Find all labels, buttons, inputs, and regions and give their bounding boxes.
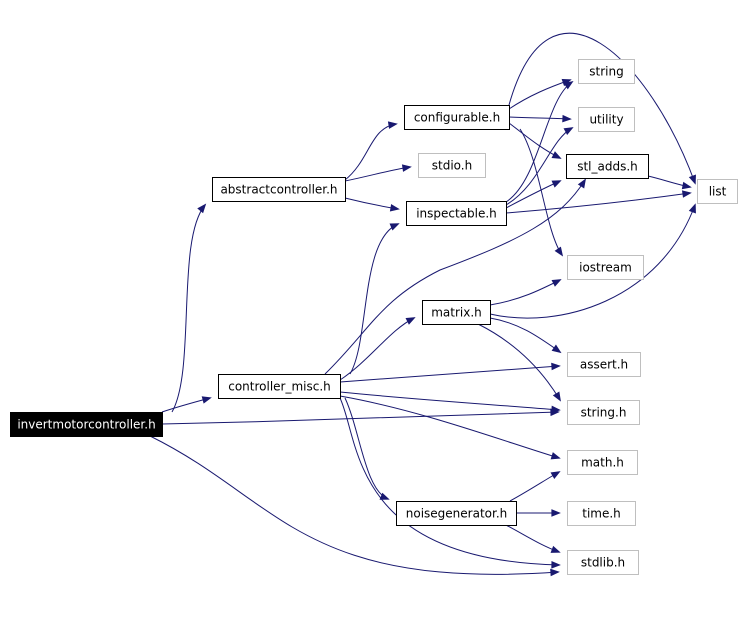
node-stdlib: stdlib.h [567,550,639,575]
node-matrix[interactable]: matrix.h [422,300,491,325]
edge-matrix-to-string_h [477,323,560,400]
node-controller_misc[interactable]: controller_misc.h [218,374,341,399]
node-iostream: iostream [567,255,644,280]
edge-inspectable-to-string [505,82,572,203]
node-box-matrix [422,300,491,325]
node-box-string_h [567,400,640,425]
edge-invertmotorcontroller-to-abstractcontroller [171,205,205,413]
node-box-assert [567,352,641,377]
node-noisegenerator[interactable]: noisegenerator.h [396,501,517,526]
node-label-abstractcontroller: abstractcontroller.h [220,183,337,197]
node-box-stdlib [567,550,639,575]
node-label-stl_adds: stl_adds.h [577,160,638,174]
node-box-time [567,501,636,526]
edge-abstractcontroller-to-configurable [344,124,396,181]
node-label-string_h: string.h [581,406,627,420]
node-time: time.h [567,501,636,526]
node-label-time: time.h [582,507,621,521]
node-box-inspectable [406,201,507,226]
edge-matrix-to-list [489,205,695,319]
node-box-iostream [567,255,644,280]
node-label-controller_misc: controller_misc.h [228,380,331,394]
node-label-string: string [589,65,623,79]
edge-matrix-to-iostream [489,280,560,306]
node-label-configurable: configurable.h [414,111,500,125]
node-invertmotorcontroller[interactable]: invertmotorcontroller.h [10,412,163,437]
edge-inspectable-to-utility [505,128,572,206]
node-label-inspectable: inspectable.h [416,207,497,221]
edge-invertmotorcontroller-to-stdlib [149,435,558,574]
edges-layer [149,32,695,574]
edge-matrix-to-assert [489,317,560,352]
edge-abstractcontroller-to-stdio [344,167,410,182]
node-box-math [567,450,638,475]
node-stl_adds[interactable]: stl_adds.h [566,154,649,179]
node-configurable[interactable]: configurable.h [404,105,510,130]
node-assert: assert.h [567,352,641,377]
node-label-utility: utility [589,113,623,127]
node-box-noisegenerator [396,501,517,526]
edge-abstractcontroller-to-inspectable [344,197,398,209]
node-label-math: math.h [581,456,624,470]
node-label-iostream: iostream [579,261,632,275]
node-box-configurable [404,105,510,130]
edge-invertmotorcontroller-to-string_h [161,412,558,425]
node-label-invertmotorcontroller: invertmotorcontroller.h [17,418,155,432]
edge-configurable-to-utility [508,117,570,119]
node-label-list: list [709,185,727,199]
node-box-stdio [418,153,486,178]
edge-controller_misc-to-string_h [339,391,559,410]
edge-stl_adds-to-list [647,175,690,187]
edge-inspectable-to-list [505,193,690,214]
node-box-string [578,59,635,84]
node-box-abstractcontroller [212,177,346,202]
nodes-layer: invertmotorcontroller.h abstractcontrolle… [10,59,738,575]
node-box-invertmotorcontroller [10,412,163,437]
node-abstractcontroller[interactable]: abstractcontroller.h [212,177,346,202]
edge-controller_misc-to-noisegenerator [344,397,388,499]
edge-controller_misc-to-matrix [339,318,414,381]
edge-configurable-to-list [508,32,695,183]
edge-controller_misc-to-math [339,395,559,458]
node-box-controller_misc [218,374,341,399]
node-box-list [697,179,738,204]
node-label-stdlib: stdlib.h [581,556,625,570]
node-list: list [697,179,738,204]
node-string: string [578,59,635,84]
node-label-noisegenerator: noisegenerator.h [406,507,508,521]
edge-inspectable-to-stl_adds [505,181,560,209]
node-string_h: string.h [567,400,640,425]
edge-controller_misc-to-assert [339,366,559,383]
node-math: math.h [567,450,638,475]
edge-controller_misc-to-stdlib [339,397,559,565]
node-label-matrix: matrix.h [431,306,482,320]
node-label-assert: assert.h [580,358,628,372]
node-box-stl_adds [566,154,649,179]
edge-noisegenerator-to-math [509,472,559,502]
edge-invertmotorcontroller-to-controller_misc [161,398,210,413]
edge-configurable-to-iostream [519,128,562,255]
node-label-stdio: stdio.h [432,159,472,173]
node-stdio: stdio.h [418,153,486,178]
edge-configurable-to-stl_adds [508,122,560,158]
edge-controller_misc-to-inspectable [349,224,398,375]
edge-noisegenerator-to-stdlib [505,524,559,552]
node-inspectable[interactable]: inspectable.h [406,201,507,226]
edge-controller_misc-to-stl_adds [324,180,585,375]
node-utility: utility [578,107,635,132]
node-box-utility [578,107,635,132]
